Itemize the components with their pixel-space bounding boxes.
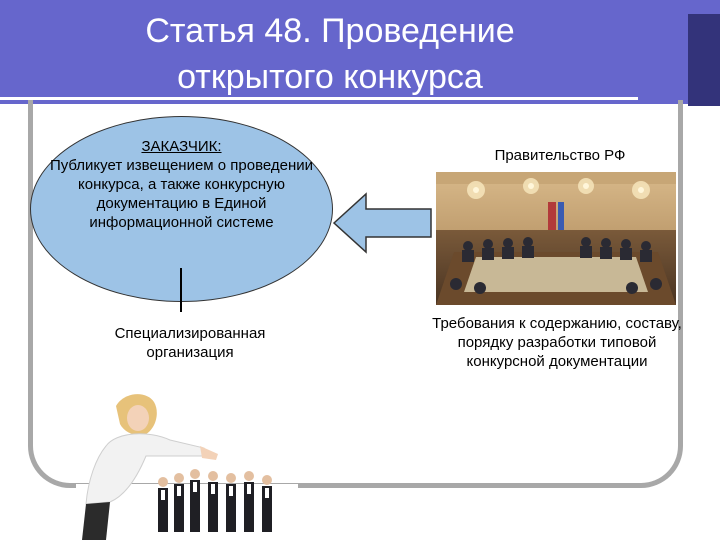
connector-line — [180, 268, 182, 312]
customer-text: ЗАКАЗЧИК: Публикует извещением о проведе… — [44, 137, 319, 232]
customer-ellipse — [30, 116, 333, 302]
businesswoman-people-photo — [82, 394, 272, 540]
frame-gap — [76, 484, 298, 496]
government-meeting-photo — [436, 172, 676, 305]
customer-body: Публикует извещением о проведении конкур… — [49, 157, 314, 231]
specialized-organization-label: Специализированная организация — [114, 325, 266, 361]
title-underline — [0, 97, 638, 100]
content-frame — [28, 100, 683, 488]
requirements-text: Требования к содержанию, составу, порядк… — [432, 315, 682, 370]
government-label: Правительство РФ — [494, 147, 626, 164]
title-line-1: Статья 48. Проведение — [145, 12, 515, 50]
left-arrow-icon — [332, 192, 432, 254]
customer-heading: ЗАКАЗЧИК: — [141, 138, 222, 155]
title-line-2: открытого конкурса — [177, 58, 483, 96]
title-bar — [0, 0, 720, 104]
slide-title: Статья 48. Проведение открытого конкурса — [0, 8, 660, 100]
title-bar-shadow — [688, 14, 720, 106]
